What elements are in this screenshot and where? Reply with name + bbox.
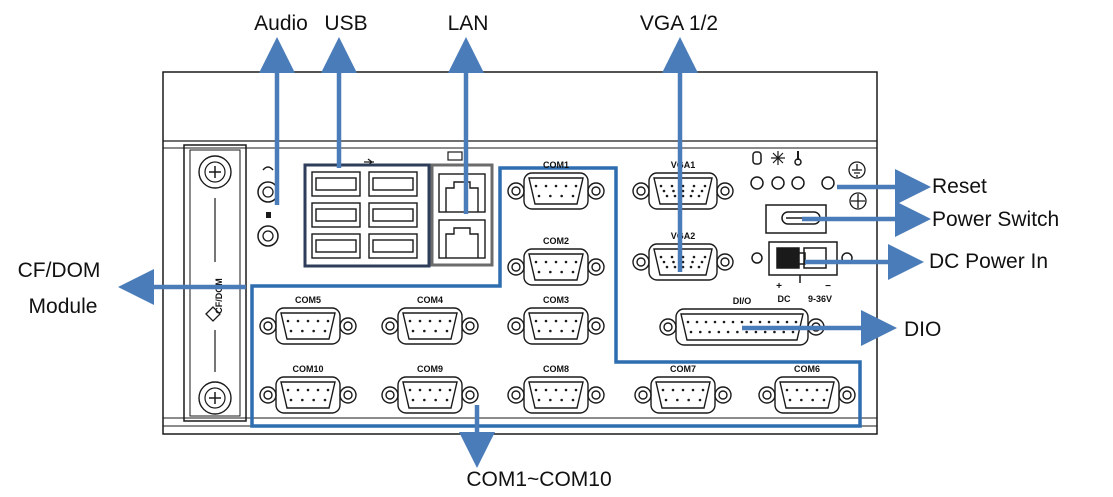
temperature-led <box>791 176 805 190</box>
com-ports-highlight <box>250 166 862 428</box>
cf-dom-callout-line1: CF/DOM <box>18 259 101 282</box>
com10-port-label: COM10 <box>292 364 323 374</box>
microphone-jack <box>257 225 279 247</box>
com3-port: COM3 <box>507 295 605 345</box>
cf-dom-module-bay: CF/DOM <box>183 144 247 422</box>
com6-port: COM6 <box>758 364 856 414</box>
com10-port: COM10 <box>259 364 357 414</box>
com4-port-label: COM4 <box>417 295 443 305</box>
com1-port: COM1 <box>507 160 605 210</box>
dio-callout: DIO <box>904 318 941 341</box>
com2-port: COM2 <box>507 236 605 286</box>
dio-port-label: DI/O <box>733 296 752 306</box>
com4-port: COM4 <box>381 295 479 345</box>
callout-arrows <box>118 37 931 468</box>
power-led <box>771 176 785 190</box>
reset-button <box>821 176 835 190</box>
com3-port-label: COM3 <box>543 295 569 305</box>
dc-plus-label: + <box>776 281 782 292</box>
com5-port-label: COM5 <box>295 295 321 305</box>
cf-dom-panel-label: CF/DOM <box>214 278 224 314</box>
lan-callout: LAN <box>448 12 489 35</box>
network-icon <box>447 151 463 161</box>
com-range-callout: COM1~COM10 <box>466 468 611 491</box>
status-led-group <box>750 151 805 190</box>
dc-voltage-label: 9-36V <box>808 294 832 304</box>
com1-port-label: COM1 <box>543 160 569 170</box>
reset-callout: Reset <box>932 175 987 198</box>
dc-power-in-callout: DC Power In <box>929 250 1048 273</box>
com9-port: COM9 <box>381 364 479 414</box>
vga2-port-label: VGA2 <box>671 231 696 241</box>
com6-port-label: COM6 <box>794 364 820 374</box>
hdd-led-icon <box>752 151 762 165</box>
chassis <box>162 71 878 435</box>
dc-power-terminal <box>751 241 853 283</box>
com7-port: COM7 <box>634 364 732 414</box>
audio-callout: Audio <box>254 12 308 35</box>
usb-port-block <box>303 158 431 268</box>
power-switch-callout: Power Switch <box>932 208 1059 231</box>
com7-port-label: COM7 <box>670 364 696 374</box>
com5-port: COM5 <box>259 295 357 345</box>
com8-port: COM8 <box>507 364 605 414</box>
lan-port-block <box>430 151 494 267</box>
vga2-port: VGA2 <box>632 231 734 281</box>
power-led-icon <box>771 151 785 165</box>
cf-dom-callout-line2: Module <box>29 295 98 318</box>
hdd-led <box>750 176 764 190</box>
dc-minus-label: − <box>825 281 831 292</box>
usb-callout: USB <box>324 12 367 35</box>
vga1-port-label: VGA1 <box>671 160 696 170</box>
dio-port: DI/O <box>659 296 825 346</box>
dc-label: DC <box>778 294 791 304</box>
vga-callout: VGA 1/2 <box>640 12 718 35</box>
headphone-icon <box>262 166 274 171</box>
ground-icon <box>848 161 867 210</box>
microphone-icon <box>266 212 271 218</box>
com8-port-label: COM8 <box>543 364 569 374</box>
com9-port-label: COM9 <box>417 364 443 374</box>
thumbscrew-icon <box>198 155 232 189</box>
vga1-port: VGA1 <box>632 160 734 210</box>
thumbscrew-icon <box>198 381 232 415</box>
com2-port-label: COM2 <box>543 236 569 246</box>
